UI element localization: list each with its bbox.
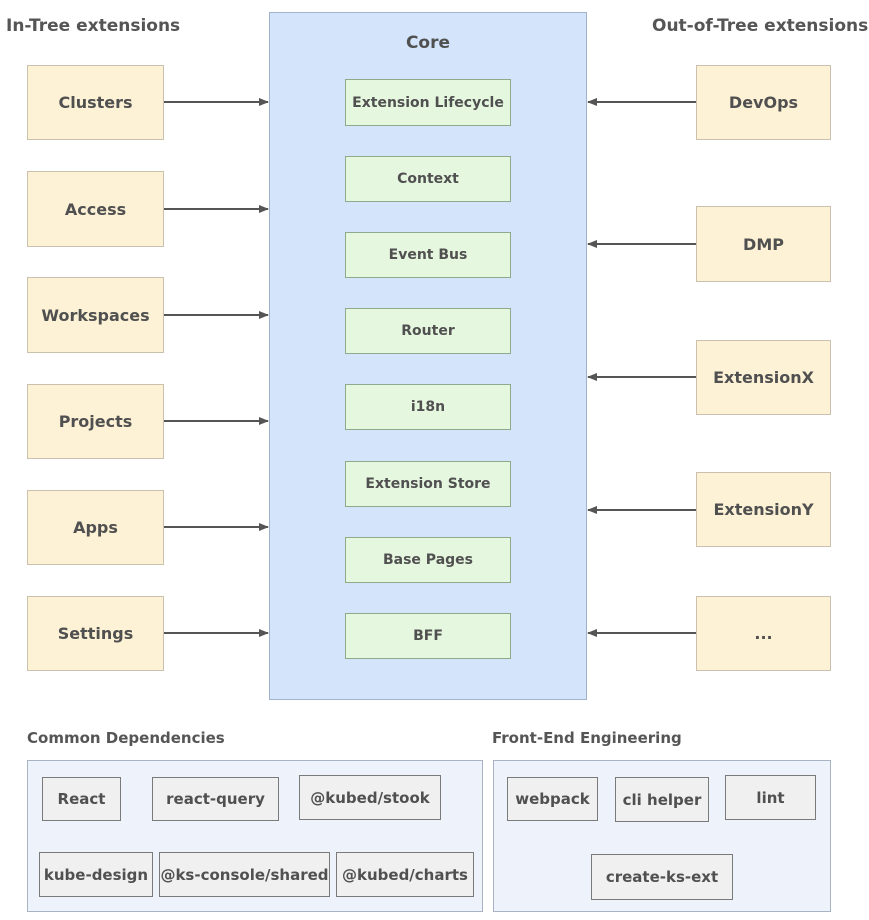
common-dependencies-heading: Common Dependencies [27, 729, 225, 747]
in-tree-clusters: Clusters [27, 65, 164, 140]
out-of-tree-extensionx: ExtensionX [696, 340, 831, 415]
dep-react-query: react-query [152, 777, 279, 821]
dep-kubed-stook: @kubed/stook [299, 775, 441, 820]
core-module-extension-lifecycle: Extension Lifecycle [345, 79, 511, 126]
in-tree-access: Access [27, 171, 164, 247]
dep-react: React [42, 777, 121, 821]
fe-lint: lint [725, 775, 816, 820]
in-tree-settings: Settings [27, 596, 164, 671]
in-tree-apps: Apps [27, 490, 164, 565]
fe-webpack: webpack [507, 777, 598, 821]
in-tree-projects: Projects [27, 384, 164, 459]
out-of-tree-more: ... [696, 596, 831, 671]
out-of-tree-extensiony: ExtensionY [696, 472, 831, 547]
out-of-tree-heading: Out-of-Tree extensions [652, 16, 869, 36]
in-tree-workspaces: Workspaces [27, 277, 164, 353]
out-of-tree-devops: DevOps [696, 65, 831, 140]
out-of-tree-dmp: DMP [696, 206, 831, 282]
core-module-i18n: i18n [345, 384, 511, 430]
in-tree-heading: In-Tree extensions [6, 16, 181, 36]
core-module-bff: BFF [345, 613, 511, 659]
front-end-engineering-heading: Front-End Engineering [492, 729, 682, 747]
core-module-event-bus: Event Bus [345, 232, 511, 278]
core-module-base-pages: Base Pages [345, 537, 511, 583]
dep-kube-design: kube-design [39, 852, 153, 897]
fe-cli-helper: cli helper [615, 777, 709, 822]
core-module-extension-store: Extension Store [345, 461, 511, 507]
core-title: Core [405, 33, 451, 53]
dep-ks-console-shared: @ks-console/shared [159, 852, 330, 897]
core-container: Core [269, 12, 587, 700]
core-module-context: Context [345, 156, 511, 202]
fe-create-ks-ext: create-ks-ext [591, 854, 733, 900]
core-module-router: Router [345, 308, 511, 354]
dep-kubed-charts: @kubed/charts [336, 852, 474, 897]
